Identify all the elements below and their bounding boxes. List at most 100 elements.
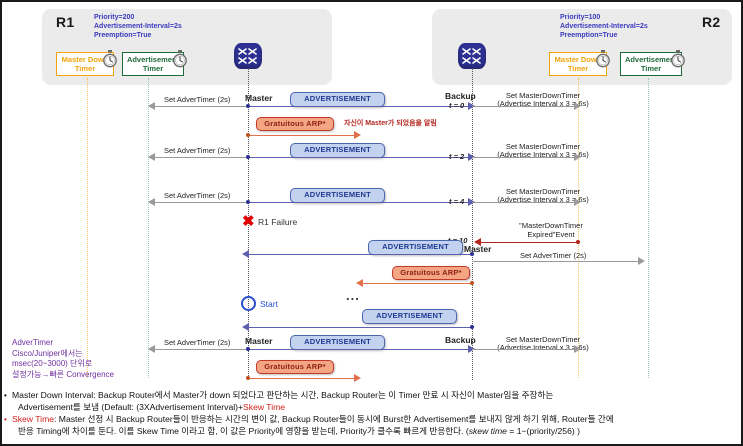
set-adver-timer-label-3: Set AdverTimer (2s) — [164, 191, 231, 200]
lifeline-advertisement-timer-r2 — [648, 78, 649, 378]
note-1-line-2-text: Advertisement를 보냄 (Default: (3XAdvertise… — [18, 401, 244, 412]
msg-origin-dot-3 — [246, 200, 250, 204]
adver-timer-arrowhead-3 — [148, 198, 155, 206]
advertisement-chip-1: ADVERTISEMENT — [290, 92, 385, 107]
router-name-r1: R1 — [56, 14, 75, 30]
bullet-dot-1: • — [4, 391, 7, 400]
gratuitous-arp-arrow-2 — [362, 283, 472, 284]
arp-origin-dot-2 — [470, 281, 474, 285]
time-label-t0: t = 0 — [449, 101, 465, 110]
gratuitous-arp-chip-1: Gratuitous ARP* — [256, 117, 334, 131]
timer-box-advertisement-r2: Advertisement Timer — [620, 52, 682, 76]
role-label-master-2: Master — [464, 244, 492, 254]
adver-timer-arrow-1 — [154, 106, 248, 107]
master-down-expired-label: "MasterDownTimer Expired"Event — [519, 221, 583, 239]
note-2-line-1: Skew Time: Master 선정 시 Backup Router들이 반… — [12, 414, 741, 426]
note-1-skew-time: Skew Time — [243, 401, 286, 412]
set-master-down-arrow-4 — [472, 349, 578, 350]
master-down-expired-origin-dot — [576, 240, 580, 244]
msg-origin-dot-1 — [246, 104, 250, 108]
note-2-head: Skew Time — [12, 414, 55, 424]
gratuitous-arp-chip-2: Gratuitous ARP* — [392, 266, 470, 280]
set-master-down-timer-title-3: Set MasterDownTimer — [505, 187, 581, 196]
x-mark-icon-failure: ✖ — [242, 213, 255, 230]
note-bullet-1: • Master Down Interval: Backup Router에서 … — [2, 390, 741, 413]
set-master-down-arrowhead-4 — [574, 345, 581, 353]
note-2-rest: : Master 선정 시 Backup Router들이 반응하는 시간의 변… — [54, 414, 614, 424]
advertisement-chip-3: ADVERTISEMENT — [290, 188, 385, 203]
advertisement-arrow-2 — [248, 157, 472, 158]
adver-timer-arrowhead-2 — [148, 153, 155, 161]
arp-origin-dot-3 — [246, 376, 250, 380]
note-1-line-1: Master Down Interval: Backup Router에서 Ma… — [12, 390, 554, 400]
advertisement-chip-5: ADVERTISEMENT — [362, 309, 457, 324]
set-master-down-arrowhead-2 — [574, 153, 581, 161]
failure-label: R1 Failure — [258, 217, 298, 227]
advertisement-arrowhead-5 — [242, 323, 249, 331]
set-master-down-arrow-2 — [472, 157, 578, 158]
advertisement-arrowhead-1 — [468, 102, 475, 110]
set-master-down-timer-title-4: Set MasterDownTimer — [505, 335, 581, 344]
msg-origin-dot-4 — [470, 252, 474, 256]
adver-timer-arrow-4 — [472, 261, 642, 262]
note-2-line-2-text: 반응 Timing에 차이를 둔다. 이를 Skew Time 이라고 함, 이… — [18, 425, 469, 436]
adver-timer-arrow-2 — [154, 157, 248, 158]
sequence-diagram: R1 Priority=200 Advertisement-Interval=2… — [2, 2, 741, 386]
note-2-line-2-tail: = 1−(priority/256) ) — [506, 425, 580, 436]
ellipsis-marker: ... — [346, 288, 360, 303]
note-1-line-2: Advertisement를 보냄 (Default: (3XAdvertise… — [12, 402, 741, 414]
adver-timer-side-note: AdverTimer Cisco/Juniper에서는 msec(20~3000… — [12, 338, 114, 379]
router-icon-r1 — [234, 43, 262, 69]
gratuitous-arp-arrowhead-1 — [354, 131, 361, 139]
router-properties-r1: Priority=200 Advertisement-Interval=2s P… — [94, 14, 182, 39]
start-circle-icon — [241, 296, 256, 311]
set-adver-timer-label-4: Set AdverTimer (2s) — [520, 251, 587, 260]
advertisement-arrowhead-2 — [468, 153, 475, 161]
msg-origin-dot-5 — [470, 325, 474, 329]
set-adver-timer-label-1: Set AdverTimer (2s) — [164, 95, 231, 104]
note-2-skew-italic: skew time — [468, 425, 507, 436]
advertisement-chip-4: ADVERTISEMENT — [368, 240, 463, 255]
set-master-down-arrowhead-3 — [574, 198, 581, 206]
set-master-down-timer-sub-4: (Advertise Interval x 3 = 6s) — [497, 343, 589, 352]
set-adver-timer-label-2: Set AdverTimer (2s) — [164, 146, 231, 155]
time-label-t2: t = 2 — [449, 152, 465, 161]
master-down-expired-arrow — [480, 242, 578, 243]
arp-note-korean: 자신이 Master가 되었음을 알림 — [344, 120, 437, 127]
lifeline-router-r1 — [248, 68, 249, 380]
msg-origin-dot-6 — [246, 347, 250, 351]
adver-timer-arrowhead-4 — [638, 257, 645, 265]
router-name-r2: R2 — [702, 14, 721, 30]
gratuitous-arp-chip-3: Gratuitous ARP* — [256, 360, 334, 374]
arp-origin-dot-1 — [246, 133, 250, 137]
advertisement-arrow-1 — [248, 106, 472, 107]
lifeline-master-down-timer-r2 — [578, 78, 579, 378]
gratuitous-arp-arrowhead-3 — [354, 374, 361, 382]
advertisement-arrowhead-4 — [242, 250, 249, 258]
stopwatch-icon-master-down-r1 — [102, 50, 118, 68]
stopwatch-icon-advertisement-r1 — [172, 50, 188, 68]
msg-origin-dot-2 — [246, 155, 250, 159]
note-bullet-2: • Skew Time: Master 선정 시 Backup Router들이… — [2, 414, 741, 437]
set-master-down-arrowhead-1 — [574, 102, 581, 110]
stopwatch-icon-master-down-r2 — [595, 50, 611, 68]
advertisement-chip-2: ADVERTISEMENT — [290, 143, 385, 158]
master-down-expired-arrowhead — [474, 238, 481, 246]
role-label-master-3: Master — [245, 336, 273, 346]
adver-timer-arrow-5 — [154, 349, 248, 350]
start-label: Start — [260, 299, 278, 309]
stopwatch-icon-advertisement-r2 — [670, 50, 686, 68]
advertisement-arrowhead-6 — [468, 345, 475, 353]
set-master-down-arrow-3 — [472, 202, 578, 203]
advertisement-arrowhead-3 — [468, 198, 475, 206]
role-label-backup-1: Backup — [445, 91, 476, 101]
router-icon-r2 — [458, 43, 486, 69]
role-label-master-1: Master — [245, 93, 273, 103]
bottom-notes: • Master Down Interval: Backup Router에서 … — [2, 388, 741, 444]
advertisement-chip-6: ADVERTISEMENT — [290, 335, 385, 350]
bullet-dot-2: • — [4, 415, 7, 424]
lifeline-advertisement-timer-r1 — [148, 78, 149, 378]
advertisement-arrow-3 — [248, 202, 472, 203]
adver-timer-arrowhead-1 — [148, 102, 155, 110]
